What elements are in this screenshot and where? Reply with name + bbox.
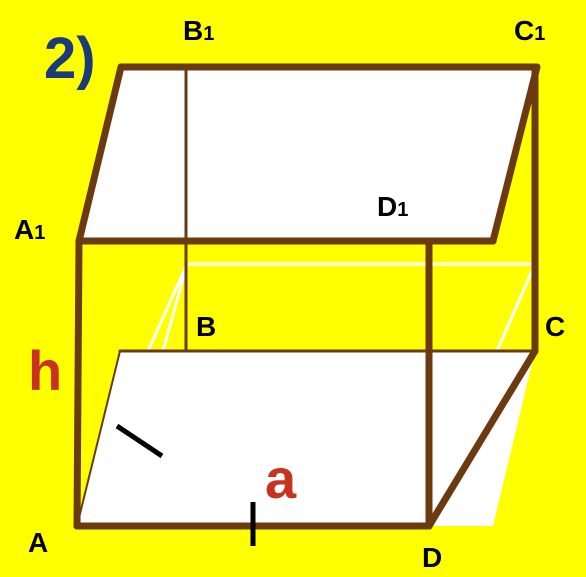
bottom-face: [77, 351, 535, 526]
problem-number: 2): [44, 26, 96, 91]
edge-AA1: [73, 237, 83, 530]
sheared-left-edge-1: [146, 263, 189, 352]
vertex-label-c: C: [545, 311, 565, 342]
sheared-prism-edges: [75, 262, 537, 527]
vertex-label-d: D: [422, 542, 442, 573]
tick-mark-ab: [115, 423, 164, 459]
sheared-bottom-left-1: [75, 469, 102, 527]
vertex-label-c1: C1: [514, 15, 545, 46]
side-label: a: [265, 447, 297, 510]
sheared-bottom-left-2: [116, 495, 130, 527]
vertex-label-d1: D1: [377, 191, 408, 222]
top-face: [79, 67, 537, 241]
prism-edges: [73, 63, 541, 530]
vertex-label-b: B: [196, 311, 216, 342]
height-label: h: [28, 339, 62, 402]
vertex-label-b1: B1: [183, 15, 214, 46]
edge-A1B1: [75, 63, 125, 245]
sheared-left-edge-2: [161, 263, 189, 352]
edge-AB: [76, 350, 121, 527]
sheared-right-edge: [495, 263, 537, 352]
edge-D1C1: [489, 63, 541, 245]
edge-DC: [425, 347, 539, 530]
vertex-label-a1: A1: [14, 214, 45, 245]
vertex-label-a: A: [28, 527, 48, 558]
tick-marks: [115, 423, 256, 546]
